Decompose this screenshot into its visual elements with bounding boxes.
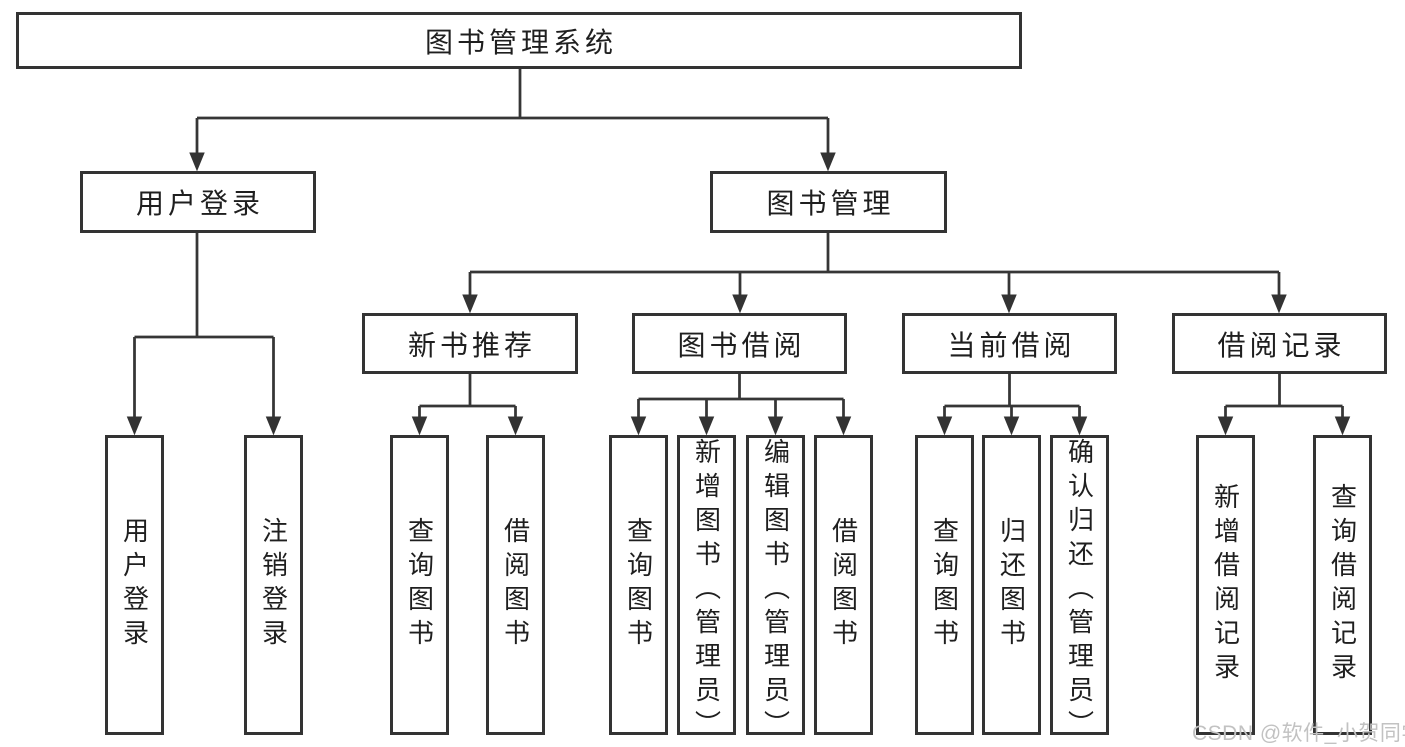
node-query-books-current: 查询图书 — [915, 435, 974, 735]
node-add-borrow-record: 新增借阅记录 — [1196, 435, 1255, 735]
node-borrowing-records: 借阅记录 — [1172, 313, 1387, 374]
node-book-management: 图书管理 — [710, 171, 947, 233]
node-borrow-books-action: 借阅图书 — [814, 435, 873, 735]
node-user-login-action: 用户登录 — [105, 435, 164, 735]
node-current-borrowing: 当前借阅 — [902, 313, 1117, 374]
node-query-books-borrow: 查询图书 — [609, 435, 668, 735]
node-confirm-return-admin: 确认归还（管理员） — [1050, 435, 1109, 744]
node-library-management-system: 图书管理系统 — [16, 12, 1022, 69]
node-logout-action: 注销登录 — [244, 435, 303, 735]
node-user-login: 用户登录 — [80, 171, 316, 233]
node-query-borrow-record: 查询借阅记录 — [1313, 435, 1372, 735]
csdn-watermark: CSDN @软件_小贺同学 — [1192, 722, 1405, 745]
arrowheads — [126, 152, 1351, 436]
node-edit-book-admin: 编辑图书（管理员） — [746, 435, 805, 744]
node-add-book-admin: 新增图书（管理员） — [677, 435, 736, 744]
node-return-books: 归还图书 — [982, 435, 1041, 735]
node-borrow-books-recommend: 借阅图书 — [486, 435, 545, 735]
node-new-book-recommendation: 新书推荐 — [362, 313, 578, 374]
node-book-borrowing: 图书借阅 — [632, 313, 847, 374]
node-query-books-recommend: 查询图书 — [390, 435, 449, 735]
